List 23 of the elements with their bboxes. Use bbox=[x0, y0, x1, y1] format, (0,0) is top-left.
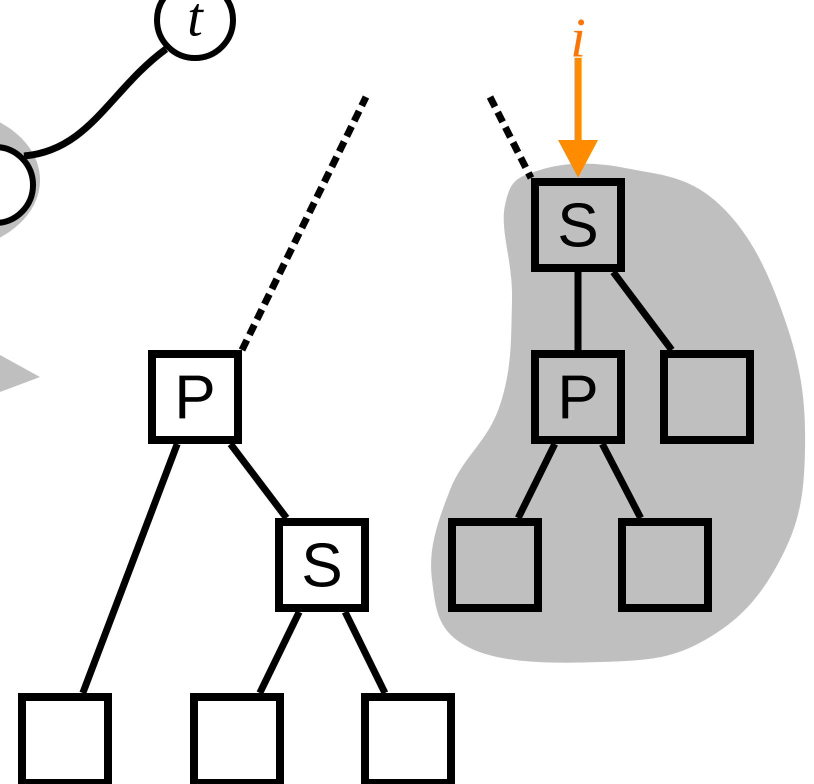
empty-box bbox=[361, 693, 455, 784]
tree-edge bbox=[23, 46, 168, 160]
empty-box bbox=[448, 518, 542, 612]
tree-edge bbox=[80, 442, 180, 694]
dashed-line bbox=[486, 95, 534, 180]
index-label: i bbox=[573, 19, 584, 57]
tree-edge bbox=[342, 610, 388, 695]
tree-node-box: P bbox=[531, 350, 625, 444]
tree-edge bbox=[574, 272, 582, 350]
tree-node-box: S bbox=[531, 178, 625, 272]
tree-node-box: S bbox=[275, 518, 369, 612]
group-blob bbox=[431, 164, 806, 663]
empty-box bbox=[190, 693, 284, 784]
tree-edge bbox=[515, 442, 558, 520]
empty-box bbox=[660, 350, 754, 444]
tree-edge bbox=[610, 270, 675, 352]
empty-box bbox=[18, 693, 112, 784]
tree-edge bbox=[256, 610, 302, 695]
tree-edge bbox=[599, 442, 644, 520]
tree-edge bbox=[228, 442, 290, 520]
empty-box bbox=[618, 518, 712, 612]
tree-node-box: P bbox=[148, 350, 242, 444]
dashed-line bbox=[238, 95, 370, 352]
